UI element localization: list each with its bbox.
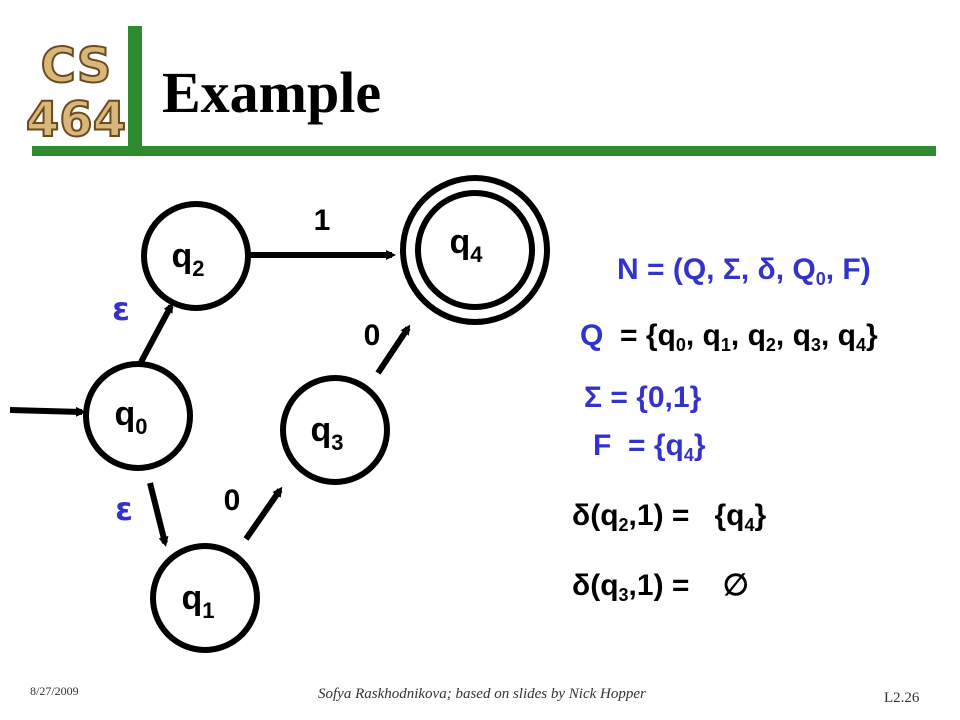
delta-rule-q3: δ(q3,1) = ∅ xyxy=(572,569,749,605)
title-horizontal-rule xyxy=(32,146,936,156)
accept-set: F = {q4} xyxy=(593,429,706,465)
state-label-q3: q3 xyxy=(310,411,343,455)
logo-text-number: 464 xyxy=(26,92,126,146)
start-arrow xyxy=(9,406,86,417)
transition-q1-q3 xyxy=(243,486,283,541)
delta-symbol: δ xyxy=(757,253,776,286)
state-q4-inner xyxy=(415,190,535,310)
empty-set-symbol: ∅ xyxy=(722,569,749,602)
transition-label-q0-q2: ε xyxy=(112,290,130,328)
alphabet-set: Σ = {0,1} xyxy=(584,381,702,414)
states-set: Q = {q0, q1, q2, q3, q4} xyxy=(580,319,878,355)
state-q0 xyxy=(83,361,193,471)
state-q3 xyxy=(280,375,390,485)
transition-q3-q4 xyxy=(375,324,411,375)
title-vertical-rule xyxy=(128,26,142,152)
logo-text-cs: CS xyxy=(41,38,112,94)
nfa-tuple: N = (Q, Σ, δ, Q0, F) xyxy=(617,253,871,289)
transition-q0-q2 xyxy=(138,302,174,364)
course-logo: CS 464 xyxy=(22,28,130,146)
transition-label-q3-q4: 0 xyxy=(364,319,381,352)
footer-date: 8/27/2009 xyxy=(30,684,79,698)
footer-credit: Sofya Raskhodnikova; based on slides by … xyxy=(318,686,646,702)
footer-page-number: L2.26 xyxy=(884,690,920,706)
state-label-q1: q1 xyxy=(181,579,214,623)
state-q2 xyxy=(141,201,251,311)
slide-title: Example xyxy=(162,60,382,125)
state-label-q4: q4 xyxy=(449,223,483,267)
state-label-q2: q2 xyxy=(171,237,204,281)
transition-label-q2-q4: 1 xyxy=(314,204,331,237)
delta-symbol: δ xyxy=(572,499,591,532)
transition-label-q0-q1: ε xyxy=(115,490,133,528)
delta-rule-q2: δ(q2,1) = {q4} xyxy=(572,499,767,535)
transition-q0-q1 xyxy=(147,482,169,547)
delta-symbol: δ xyxy=(572,569,591,602)
state-q1 xyxy=(150,543,260,653)
transition-label-q1-q3: 0 xyxy=(224,484,241,517)
state-label-q0: q0 xyxy=(114,395,147,439)
